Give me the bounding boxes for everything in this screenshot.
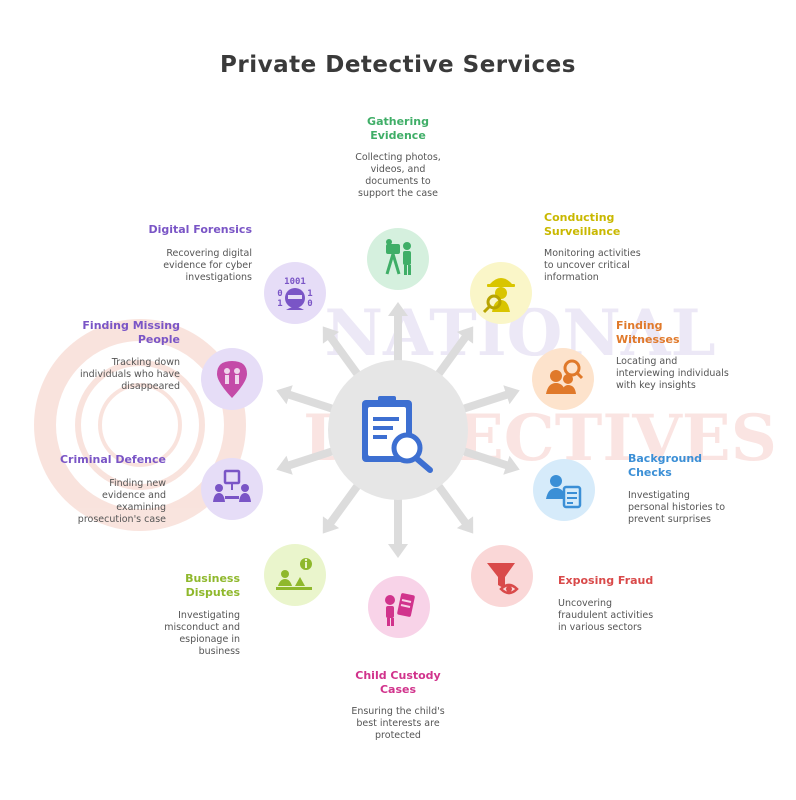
- page-title: Private Detective Services: [220, 52, 576, 78]
- clipboard-search-icon: [362, 396, 433, 473]
- connector-arrow: [322, 326, 366, 384]
- svg-text:0: 0: [277, 289, 282, 299]
- connector-arrow: [276, 385, 343, 416]
- connector-arrows: [276, 302, 520, 558]
- connector-arrow: [430, 476, 474, 534]
- people-search-icon: [532, 348, 594, 410]
- watermark-seal-icon: [34, 319, 246, 531]
- child-document-icon: [368, 576, 430, 638]
- svg-text:1: 1: [277, 299, 282, 309]
- svg-text:1001: 1001: [284, 277, 306, 287]
- location-people-icon: [201, 348, 263, 410]
- connector-arrow: [453, 385, 520, 416]
- connector-arrow: [276, 444, 343, 475]
- meeting-info-icon: [264, 544, 326, 606]
- label-digital-forensics: Digital Forensics: [148, 223, 252, 236]
- connector-arrow: [388, 490, 408, 558]
- label-criminal-defence: Criminal Defence: [59, 453, 166, 466]
- svg-text:0: 0: [307, 299, 312, 309]
- connector-arrow: [388, 302, 408, 370]
- funnel-eye-icon: [471, 545, 533, 607]
- connector-arrow: [322, 476, 366, 534]
- label-exposing-fraud: Exposing Fraud: [558, 574, 654, 587]
- connector-arrow: [453, 444, 520, 475]
- svg-text:1: 1: [307, 289, 312, 299]
- person-document-icon: [533, 459, 595, 521]
- presentation-people-icon: [201, 458, 263, 520]
- detective-magnifier-icon: [470, 262, 532, 324]
- binary-hacker-icon: 1001 0 1 1 0: [264, 262, 326, 324]
- connector-arrow: [430, 326, 474, 384]
- camera-tripod-icon: [367, 228, 429, 290]
